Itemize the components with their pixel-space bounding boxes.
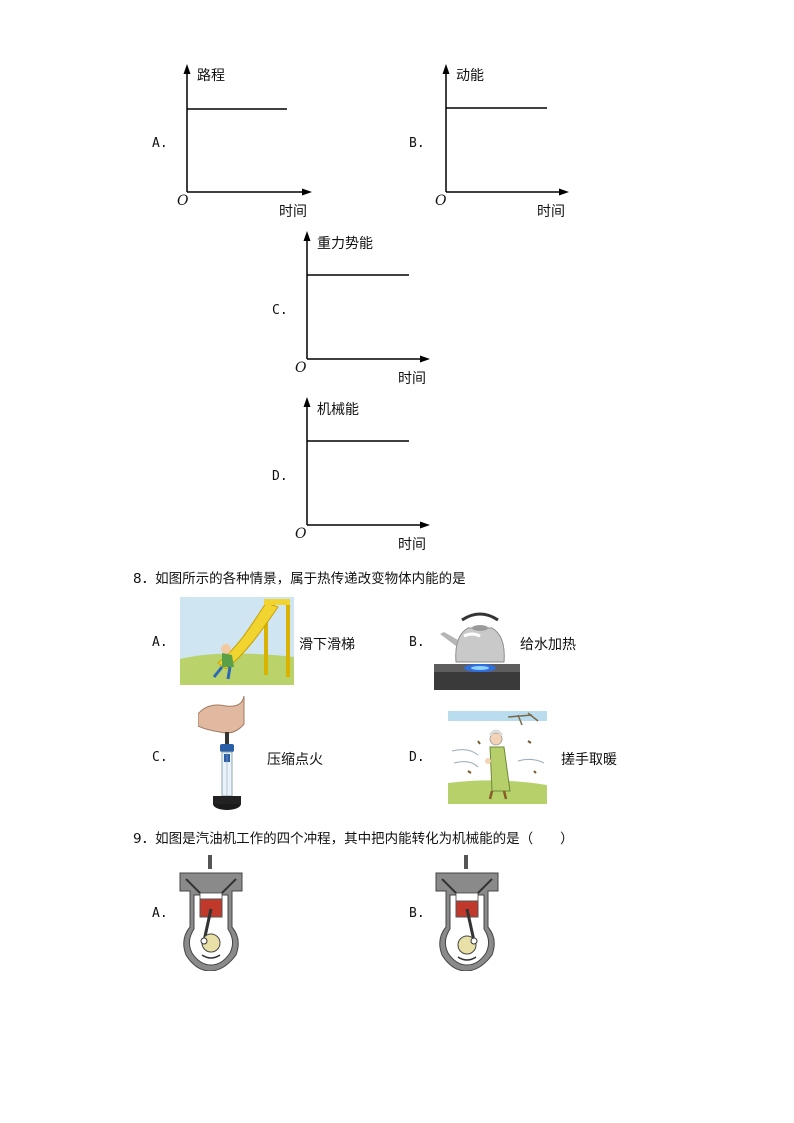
graph-c-axes [303,231,430,363]
q9-option-a-label: A. [152,906,168,921]
engine-a-image [179,855,243,972]
q9-option-b-label: B. [409,906,425,921]
compression-tube-illustration [197,695,250,816]
option-a-label: A. [152,136,168,151]
graph-a-xlabel: 时间 [279,204,307,220]
graph-a-ylabel: 路程 [197,68,225,84]
graph-a: 路程 时间 O [175,60,325,220]
graph-d-origin: O [295,526,307,542]
engine-stroke-b [434,855,500,972]
graph-a-axes [183,64,312,196]
q8-option-d-label: D. [409,750,425,765]
graph-d: 机械能 时间 O [295,393,445,553]
option-d-label: D. [272,469,288,484]
kettle-image [434,612,520,690]
kettle-illustration [434,606,520,690]
engine-stroke-a [178,855,244,972]
option-b-label: B. [409,136,425,151]
graph-b: 动能 时间 O [434,60,584,220]
graph-b-origin: O [435,193,447,209]
q8-option-b-label: B. [409,635,425,650]
graph-c-ylabel: 重力势能 [317,236,373,252]
q8-option-c-label: C. [152,750,168,765]
graph-c-xlabel: 时间 [398,371,426,387]
graph-d-xlabel: 时间 [398,537,426,553]
slide-illustration [180,597,294,685]
question-8-stem: 8．如图所示的各种情景，属于热传递改变物体内能的是 [133,571,466,587]
q8-option-a-caption: 滑下滑梯 [299,637,355,653]
question-9-stem: 9．如图是汽油机工作的四个冲程，其中把内能转化为机械能的是（ ） [133,831,574,847]
engine-b-image [435,855,499,972]
slide-image [180,597,294,685]
graph-d-axes [303,397,430,529]
q8-option-b-caption: 给水加热 [520,637,576,653]
graph-a-origin: O [177,193,189,209]
option-c-label: C. [272,303,288,318]
compression-tube-image [197,695,245,810]
q8-option-c-caption: 压缩点火 [267,752,323,768]
graph-b-axes [442,64,569,196]
q8-option-a-label: A. [152,635,168,650]
graph-c: 重力势能 时间 O [295,227,445,387]
graph-b-xlabel: 时间 [537,204,565,220]
rubbing-hands-illustration [448,711,547,804]
graph-c-origin: O [295,360,307,376]
rubbing-hands-image [448,711,547,804]
graph-b-ylabel: 动能 [456,68,484,84]
graph-d-ylabel: 机械能 [317,402,359,418]
q8-option-d-caption: 搓手取暖 [561,752,617,768]
